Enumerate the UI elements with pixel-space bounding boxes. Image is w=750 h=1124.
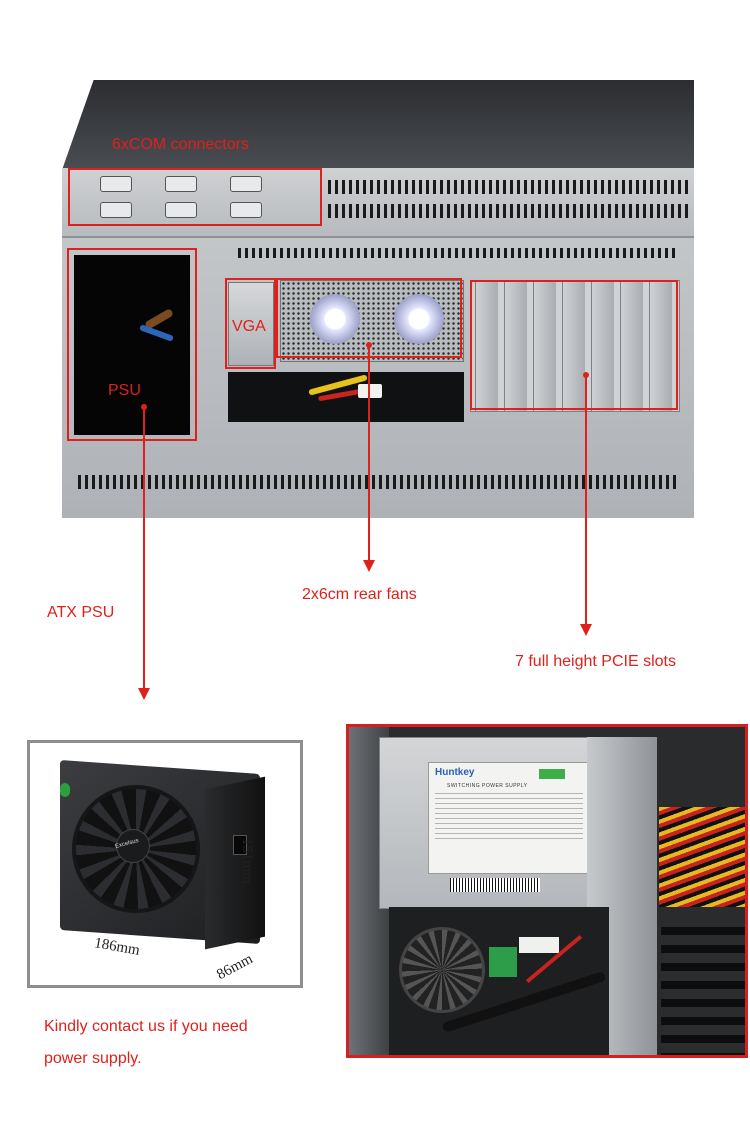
com-port	[100, 202, 132, 218]
fans-arrow-line	[368, 345, 370, 563]
pcie-arrow-line	[585, 375, 587, 627]
fans-arrow-head	[363, 560, 375, 572]
psu-label: PSU	[108, 382, 141, 399]
psu-brand-label: Excelsus	[114, 837, 140, 851]
internal-opening	[228, 372, 464, 422]
com-connector-block	[70, 170, 320, 226]
green-certification-icon	[539, 769, 565, 779]
pcie-slot-cover	[475, 281, 498, 411]
pcie-slots-label: 7 full height PCIE slots	[515, 653, 676, 670]
psu-width-label: 186mm	[93, 935, 141, 959]
green-terminal	[489, 947, 517, 977]
top-vent-strip	[238, 248, 678, 258]
internal-psu-unit: Huntkey SWITCHING POWER SUPPLY	[379, 737, 601, 909]
barcode-sticker	[450, 878, 540, 892]
pcie-slot-cover	[591, 281, 614, 411]
internal-photo-frame: Huntkey SWITCHING POWER SUPPLY	[346, 724, 748, 1058]
pcie-slot-cover	[504, 281, 527, 411]
psu-arrow-line	[143, 407, 145, 690]
com-port	[165, 176, 197, 192]
pcie-slot-cover	[620, 281, 643, 411]
rear-fans-label: 2x6cm rear fans	[302, 586, 417, 603]
psu-depth-label: 86mm	[214, 950, 256, 984]
psu-badge-icon	[60, 783, 70, 797]
pcie-slot-cover	[533, 281, 556, 411]
psu-highlight-box	[67, 248, 197, 441]
power-cables	[659, 807, 745, 907]
com-port	[230, 176, 262, 192]
vga-bracket	[228, 282, 274, 366]
psu-fan-icon: Excelsus	[72, 785, 200, 913]
psu-fan-hub: Excelsus	[114, 829, 150, 863]
white-connector	[358, 384, 382, 398]
pcie-slot-area	[470, 280, 680, 412]
psu-arrow-head	[138, 688, 150, 700]
huntkey-brand: Huntkey	[435, 767, 475, 778]
chassis-rear-view	[58, 80, 698, 520]
board-pcie-slots	[661, 927, 745, 1055]
atx-psu-photo-frame: Excelsus 151mm 186mm 86mm	[27, 740, 303, 988]
fan-right	[394, 294, 444, 344]
pcie-slot-cover	[649, 281, 672, 411]
psu-height-label: 151mm	[239, 838, 255, 884]
chassis-top-lid	[62, 80, 694, 170]
psu-side-panel	[205, 776, 265, 950]
bottom-vent-strip	[78, 475, 678, 489]
pcie-arrow-head	[580, 624, 592, 636]
contact-note-line-2: power supply.	[44, 1050, 142, 1067]
psu-power-socket-icon	[233, 835, 247, 855]
sticker-text-lines	[435, 793, 583, 841]
com-port	[100, 176, 132, 192]
atx-connector	[519, 937, 559, 953]
pcie-highlight-box	[470, 280, 678, 410]
fan-left	[310, 294, 360, 344]
psu-opening	[74, 255, 190, 435]
pcie-slot-cover	[562, 281, 585, 411]
com-connectors-label: 6xCOM connectors	[112, 136, 249, 153]
upper-vent-row-2	[328, 204, 688, 218]
vga-label: VGA	[232, 318, 266, 335]
upper-vent-row-1	[328, 180, 688, 194]
switching-power-supply-text: SWITCHING POWER SUPPLY	[447, 783, 528, 789]
vga-highlight-box	[225, 278, 276, 369]
com-port	[230, 202, 262, 218]
atx-psu-label: ATX PSU	[47, 604, 115, 621]
com-port	[165, 202, 197, 218]
com-highlight-box	[68, 168, 322, 226]
internal-psu-sticker: Huntkey SWITCHING POWER SUPPLY	[428, 762, 590, 874]
contact-note-line-1: Kindly contact us if you need	[44, 1018, 248, 1035]
cpu-fan-icon	[399, 927, 485, 1013]
